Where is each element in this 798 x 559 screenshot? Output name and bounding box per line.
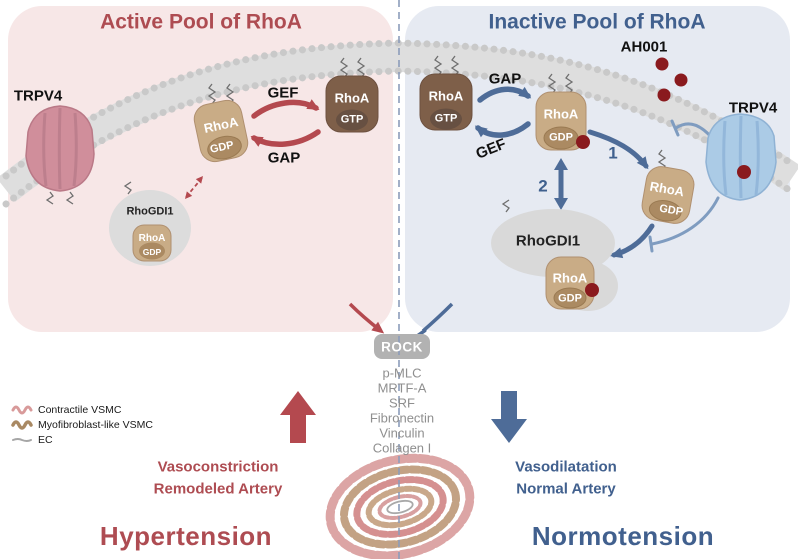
normotension-heading: Normotension <box>531 521 715 551</box>
step2-label: 2 <box>538 176 548 196</box>
rhogdi1-left-label: RhoGDI1 <box>126 205 174 218</box>
legend-icons <box>11 405 33 442</box>
effector-mrtfa: MRTF-A <box>377 380 427 396</box>
vasoconstriction-label: Vasoconstriction <box>157 458 279 476</box>
rhoa-gtp-right-blob <box>419 73 473 131</box>
rhogdi1-left-rhoa-nucleotide: GDP <box>142 246 162 257</box>
effector-fibronectin: Fibronectin <box>369 410 435 426</box>
ah001-label: AH001 <box>620 38 668 56</box>
legend-contractile-vsmc: Contractile VSMC <box>38 403 122 416</box>
trpv4-channel-left <box>25 105 95 192</box>
step1-label: 1 <box>608 143 618 163</box>
effector-srf: SRF <box>389 395 415 411</box>
rhogdi1-complex-left <box>109 190 191 266</box>
rock-box <box>374 334 430 359</box>
effector-pmlc: p-MLC <box>382 365 422 381</box>
trpv4-channel-right <box>705 113 777 201</box>
ec-icon <box>12 438 32 442</box>
rhoa-gtp-left-blob <box>325 75 379 133</box>
rhoa-gdp-right-nucleotide: GDP <box>549 131 573 144</box>
rhogdi1-left-rhoa-name: RhoA <box>138 233 166 244</box>
shuttle-dashed-arrow-left <box>185 176 203 199</box>
inactive-pool-title: Inactive Pool of RhoA <box>488 10 706 34</box>
down-arrow-normotension <box>491 391 527 443</box>
rhoa-bottom-nucleotide: GDP <box>558 292 582 305</box>
rock-label: ROCK <box>381 339 423 355</box>
active-pool-title: Active Pool of RhoA <box>100 10 302 34</box>
remodeled-artery-label: Remodeled Artery <box>153 480 283 498</box>
rhoa-bottom-name: RhoA <box>552 270 588 286</box>
gap-right-label: GAP <box>488 70 522 88</box>
artery-cross-section <box>325 453 475 559</box>
rhoa-gdp-left-blob <box>193 99 249 163</box>
hypertension-heading: Hypertension <box>99 521 273 551</box>
myofibroblast-vsmc-icon <box>11 420 33 430</box>
trpv4-left-label: TRPV4 <box>13 87 63 105</box>
rhoa-gdp-internalized-blob <box>641 166 695 224</box>
gap-left-label: GAP <box>267 149 301 167</box>
gef-left-label: GEF <box>267 84 299 102</box>
rhoa-gdp-bottom-blob <box>545 256 599 310</box>
rhoa-gtp-right-name: RhoA <box>428 88 464 104</box>
legend-myofibroblast-vsmc: Myofibroblast-like VSMC <box>38 418 153 431</box>
gef-gap-cycle-left <box>250 99 321 147</box>
arrow-to-rhogdi1 <box>610 223 655 259</box>
rhoa-gdp-right-name: RhoA <box>543 106 579 122</box>
effector-vinculin: Vinculin <box>379 425 425 441</box>
normal-artery-label: Normal Artery <box>516 480 616 498</box>
rhoa-gtp-left-name: RhoA <box>334 90 370 106</box>
rhoa-gtp-right-nucleotide: GTP <box>434 112 458 125</box>
effector-collagen: Collagen I <box>372 440 432 456</box>
rhogdi1-right-label: RhoGDI1 <box>515 232 581 250</box>
vasodilatation-label: Vasodilatation <box>515 458 617 476</box>
panel-active-pool <box>8 6 393 332</box>
step1-arrow <box>587 129 649 170</box>
up-arrow-hypertension <box>280 391 316 443</box>
rhoa-gdp-right-blob <box>535 91 590 151</box>
contractile-vsmc-icon <box>11 405 33 415</box>
legend-ec: EC <box>38 433 53 446</box>
ah001-dots <box>655 57 688 102</box>
rhoa-gtp-left-nucleotide: GTP <box>340 113 364 126</box>
trpv4-right-label: TRPV4 <box>728 99 778 117</box>
step2-double-arrow <box>554 158 568 210</box>
activation-arrow-to-rock <box>348 302 385 334</box>
gap-gef-cycle-right <box>474 86 532 138</box>
